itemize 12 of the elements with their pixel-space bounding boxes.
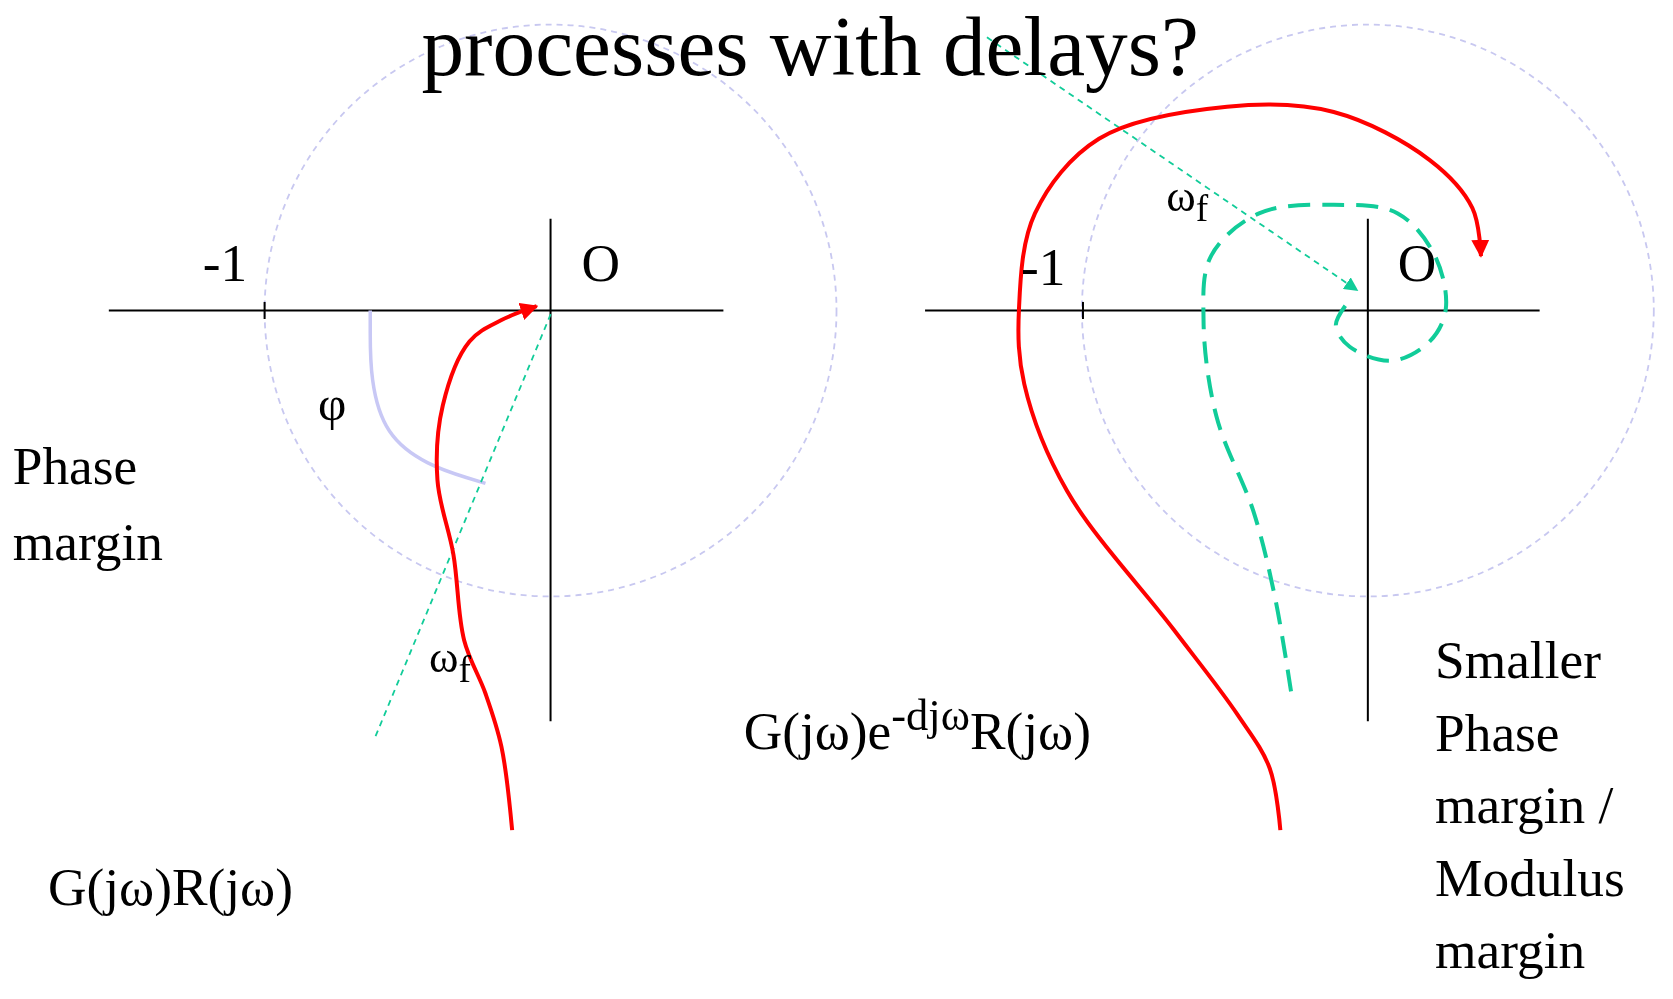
frequency-label: ω$_{f}$ xyxy=(1166,170,1209,231)
origin-label: O xyxy=(581,232,620,294)
transfer-function-label: G(jω)e$^{-djω}$R(jω) xyxy=(743,690,1091,763)
origin-label: O xyxy=(1397,232,1437,294)
axis-label: -1 xyxy=(1021,236,1066,299)
title: processes with delays? xyxy=(421,0,1199,94)
axis-label: -1 xyxy=(202,232,248,294)
annotation-text: Phase margin xyxy=(12,434,164,574)
annotation-text: Smaller Phase margin / Modulus margin xyxy=(1435,629,1626,983)
angle-symbol: φ xyxy=(317,375,347,432)
transfer-function-label: G(jω)R(jω) xyxy=(48,856,293,919)
frequency-label: ω$_{f}$ xyxy=(428,631,471,692)
